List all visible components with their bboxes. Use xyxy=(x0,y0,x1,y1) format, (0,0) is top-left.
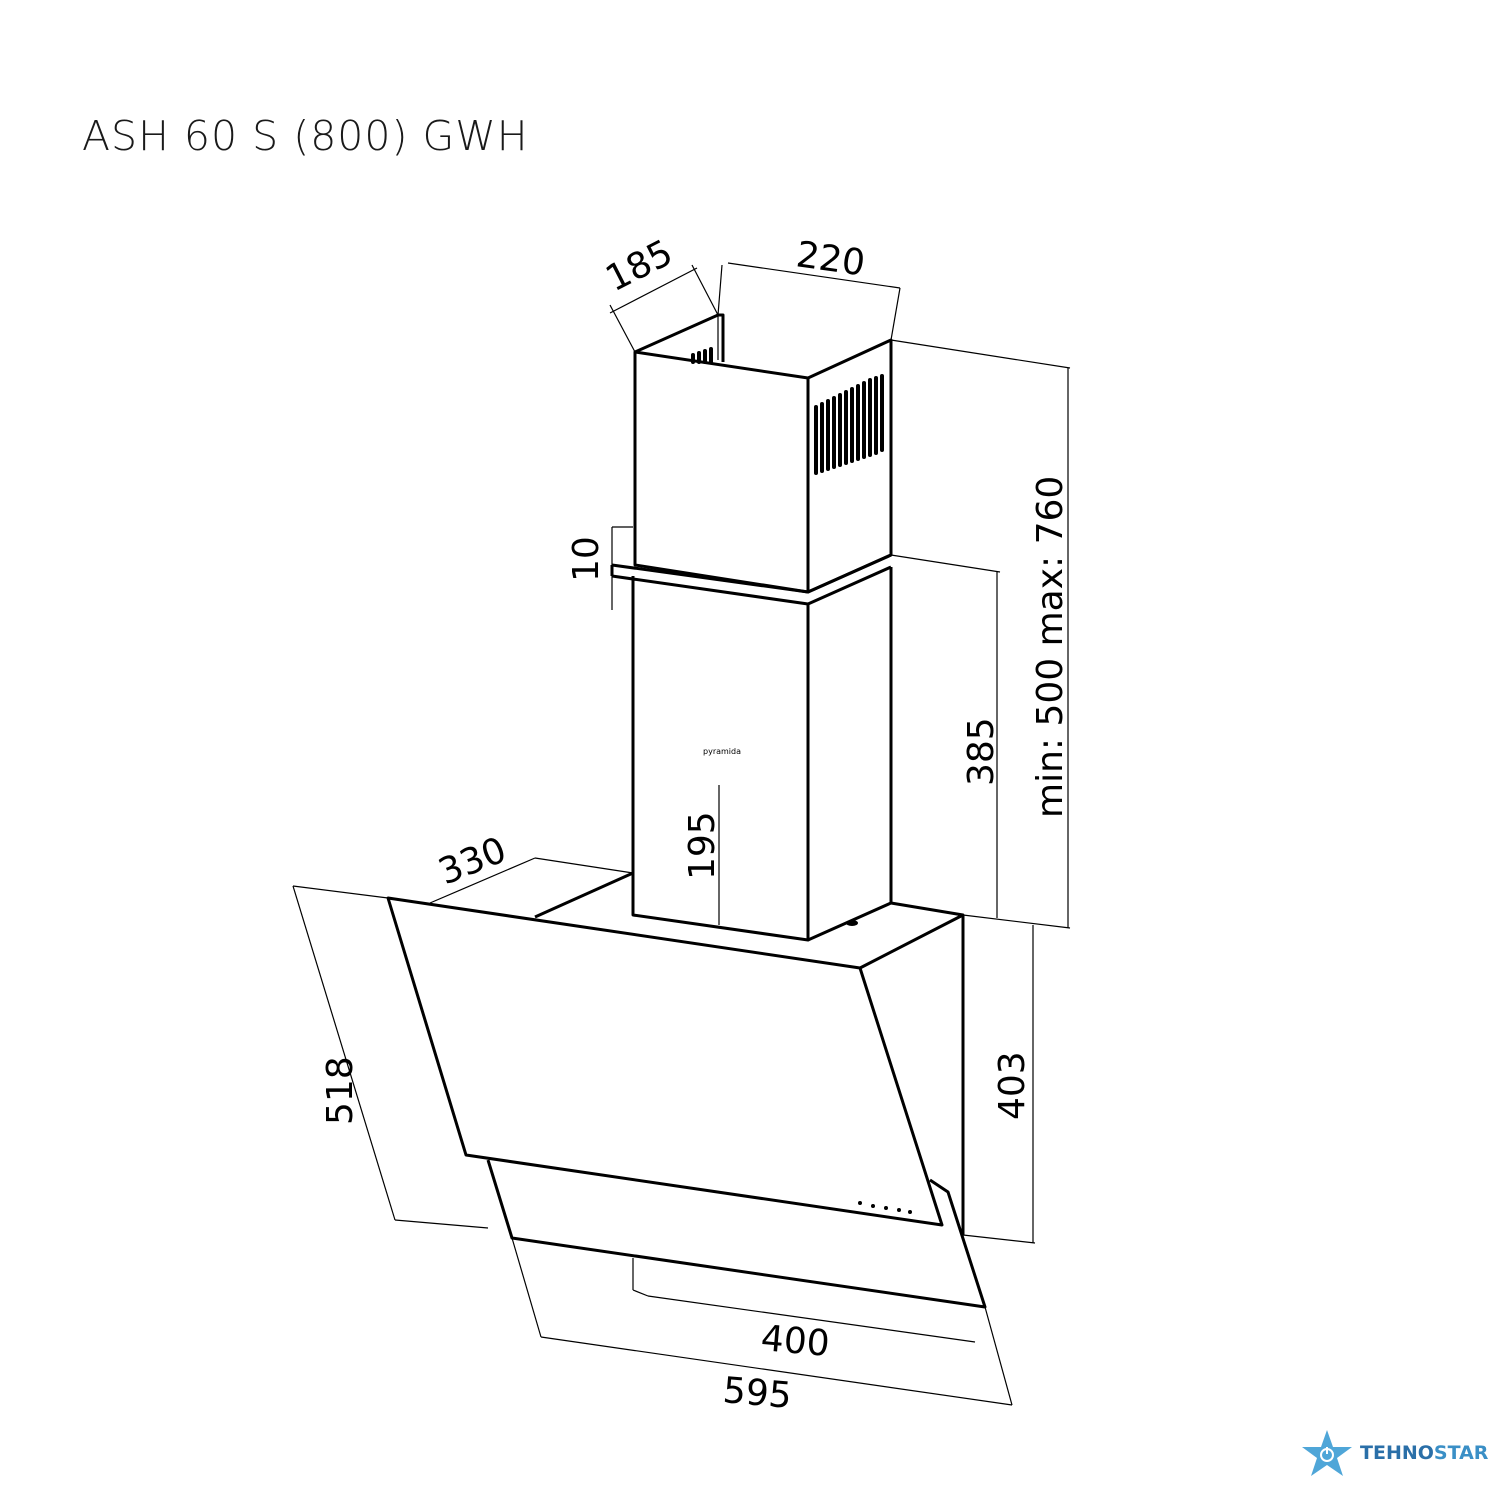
dim-220: 220 xyxy=(794,234,868,284)
dim-518: 518 xyxy=(320,1056,361,1125)
dim-10: 10 xyxy=(566,536,607,582)
tehnostar-watermark: TEHNOSTAR xyxy=(1300,1428,1488,1478)
dim-400: 400 xyxy=(759,1318,831,1365)
band xyxy=(610,553,892,606)
watermark-part1: TEHNO xyxy=(1360,1442,1434,1464)
vent-slots xyxy=(691,347,884,475)
star-icon xyxy=(1302,1430,1352,1476)
dim-385: 385 xyxy=(961,717,1002,786)
dim-595: 595 xyxy=(721,1370,793,1417)
dim-195: 195 xyxy=(682,811,723,880)
hood-body xyxy=(386,871,987,1309)
upper-chimney xyxy=(633,313,893,594)
model-title: ASH 60 S (800) GWH xyxy=(82,112,529,160)
dim-403: 403 xyxy=(992,1051,1033,1120)
glass-panel xyxy=(386,896,944,1227)
dim-330: 330 xyxy=(433,830,512,894)
lower-chimney xyxy=(631,567,893,942)
watermark-part2: STAR xyxy=(1433,1442,1489,1464)
brand-mark: pyramida xyxy=(703,747,741,756)
dim-min-max: min: 500 max: 760 xyxy=(1030,476,1071,818)
dimension-lines xyxy=(292,262,1071,1406)
dim-185: 185 xyxy=(599,232,679,300)
